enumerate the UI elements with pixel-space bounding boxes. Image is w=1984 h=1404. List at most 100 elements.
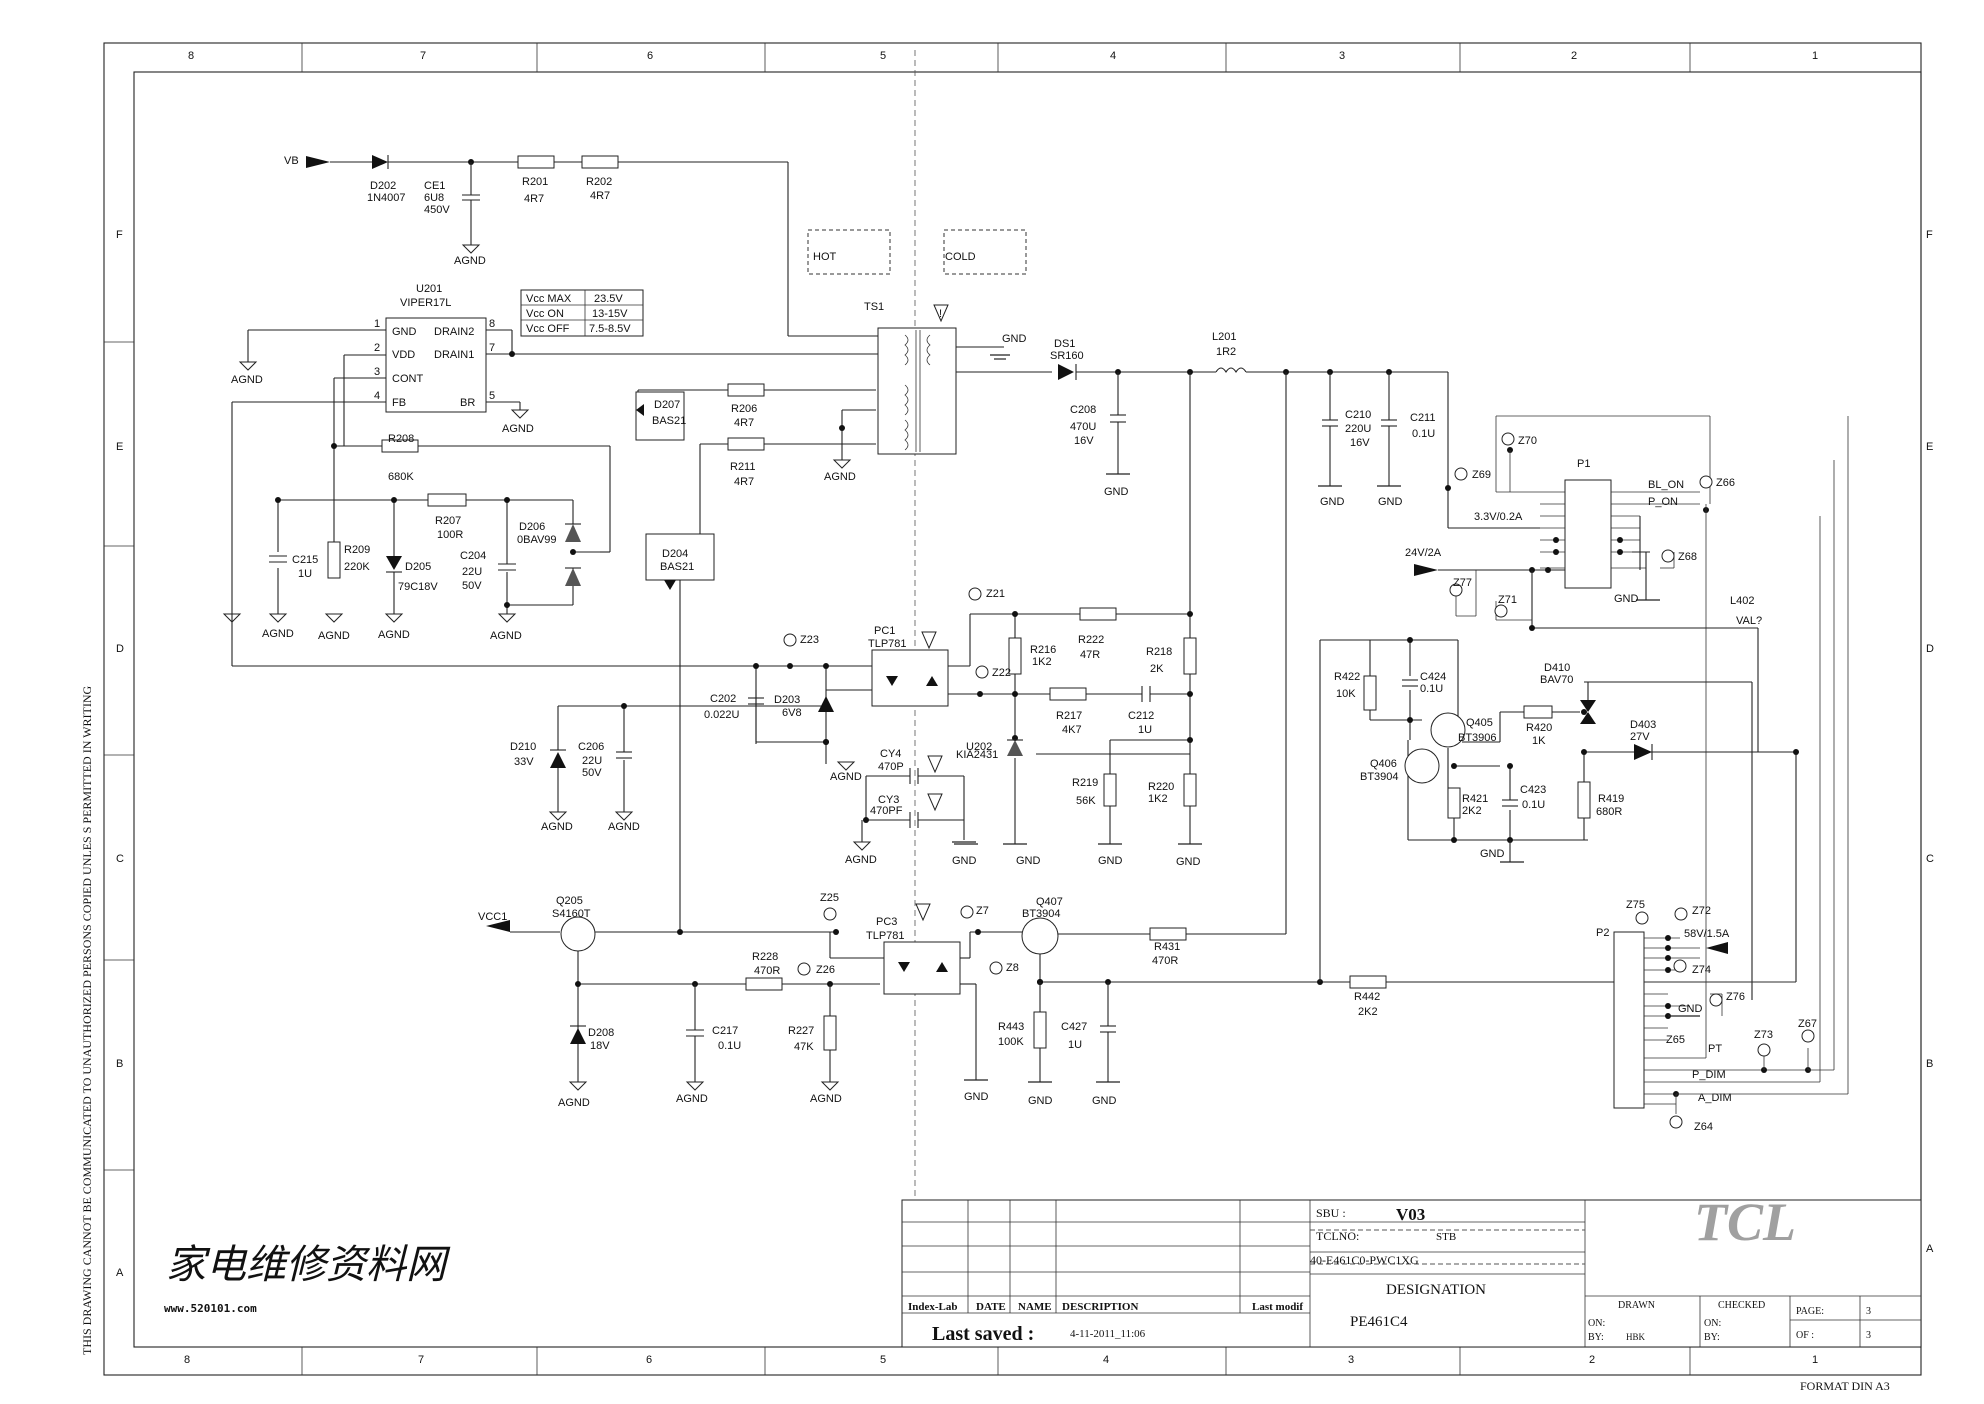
svg-text:2: 2 bbox=[374, 342, 380, 354]
r207-ref: R207 bbox=[435, 515, 461, 527]
net-24v: 24V/2A bbox=[1405, 547, 1442, 559]
tp-label: Z74 bbox=[1692, 964, 1711, 976]
gnd-label: GND bbox=[1016, 855, 1041, 867]
r431-ref: R431 bbox=[1154, 941, 1180, 953]
agnd-label: AGND bbox=[558, 1097, 590, 1109]
c424-val: 0.1U bbox=[1420, 683, 1443, 695]
tp-label: Z72 bbox=[1692, 905, 1711, 917]
r209-ref: R209 bbox=[344, 544, 370, 556]
cy4-val: 470P bbox=[878, 761, 904, 773]
gnd-label: GND bbox=[1098, 855, 1123, 867]
cold-label: COLD bbox=[945, 251, 976, 263]
d410-val: BAV70 bbox=[1540, 674, 1573, 686]
r419-val: 680R bbox=[1596, 806, 1622, 818]
c210-volt: 16V bbox=[1350, 437, 1370, 449]
agnd-symbol bbox=[461, 244, 481, 254]
col-label: 8 bbox=[188, 50, 194, 62]
svg-text:4-11-2011_11:06: 4-11-2011_11:06 bbox=[1070, 1328, 1146, 1340]
c215-ref: C215 bbox=[292, 554, 318, 566]
tp-label: Z69 bbox=[1472, 469, 1491, 481]
r422-val: 10K bbox=[1336, 688, 1356, 700]
r421-val: 2K2 bbox=[1462, 805, 1482, 817]
r206-ref: R206 bbox=[731, 403, 757, 415]
q205-val: S4160T bbox=[552, 908, 591, 920]
l201-inductor bbox=[1215, 367, 1247, 374]
svg-text:NAME: NAME bbox=[1018, 1301, 1052, 1313]
svg-text:HBK: HBK bbox=[1626, 1332, 1646, 1342]
c210-ref: C210 bbox=[1345, 409, 1371, 421]
q405-val: BT3906 bbox=[1458, 732, 1497, 744]
ds1-diode bbox=[1058, 364, 1074, 380]
svg-text:TS1: TS1 bbox=[864, 301, 884, 313]
tp-label: Z66 bbox=[1716, 477, 1735, 489]
pc1-opto bbox=[871, 649, 949, 707]
r421-ref: R421 bbox=[1462, 793, 1488, 805]
col-label: 7 bbox=[420, 50, 426, 62]
ts1-transformer: TS1 bbox=[864, 301, 957, 455]
svg-text:CHECKED: CHECKED bbox=[1718, 1300, 1765, 1311]
gnd-label: GND bbox=[1320, 496, 1345, 508]
row-label: F bbox=[116, 229, 123, 241]
tp-label: Z76 bbox=[1726, 991, 1745, 1003]
svg-text:Vcc OFF: Vcc OFF bbox=[526, 323, 570, 335]
svg-text:FB: FB bbox=[392, 397, 406, 409]
net-p-dim: P_DIM bbox=[1692, 1069, 1726, 1081]
c423-val: 0.1U bbox=[1522, 799, 1545, 811]
q407-ref: Q407 bbox=[1036, 896, 1063, 908]
tp-label: Z68 bbox=[1678, 551, 1697, 563]
tp-label: Z67 bbox=[1798, 1018, 1817, 1030]
tp-label: Z64 bbox=[1694, 1121, 1713, 1133]
svg-text:DRAWN: DRAWN bbox=[1618, 1300, 1655, 1311]
c427-ref: C427 bbox=[1061, 1021, 1087, 1033]
d203-ref: D203 bbox=[774, 694, 800, 706]
cy3-ref: CY3 bbox=[878, 794, 899, 806]
col-label: 8 bbox=[184, 1354, 190, 1366]
svg-text:1: 1 bbox=[374, 318, 380, 330]
u202-val: KIA2431 bbox=[956, 749, 998, 761]
r219-ref: R219 bbox=[1072, 777, 1098, 789]
net-bl-on: BL_ON bbox=[1648, 479, 1684, 491]
ce1-volt: 450V bbox=[424, 204, 450, 216]
hot-label: HOT bbox=[813, 251, 837, 263]
net-3v3: 3.3V/0.2A bbox=[1474, 511, 1523, 523]
r228-val: 470R bbox=[754, 965, 780, 977]
col-label: 5 bbox=[880, 50, 886, 62]
pc3-ref: PC3 bbox=[876, 916, 897, 928]
row-label: C bbox=[1926, 853, 1934, 865]
tp-label: Z73 bbox=[1754, 1029, 1773, 1041]
tp-label: Z65 bbox=[1666, 1034, 1685, 1046]
svg-text:BR: BR bbox=[460, 397, 475, 409]
q407-transistor bbox=[1021, 917, 1059, 955]
r422-ref: R422 bbox=[1334, 671, 1360, 683]
gnd-label: GND bbox=[1092, 1095, 1117, 1107]
r222-ref: R222 bbox=[1078, 634, 1104, 646]
side-note: THIS DRAWING CANNOT BE COMMUNICATED TO U… bbox=[80, 686, 94, 1355]
agnd-label: AGND bbox=[378, 629, 410, 641]
tp-label: Z23 bbox=[800, 634, 819, 646]
c202-val: 0.022U bbox=[704, 709, 740, 721]
svg-text:DRAIN1: DRAIN1 bbox=[434, 349, 474, 361]
gnd-label: GND bbox=[1480, 848, 1505, 860]
net-pt: PT bbox=[1708, 1043, 1722, 1055]
tp-label: Z70 bbox=[1518, 435, 1537, 447]
r209-val: 220K bbox=[344, 561, 370, 573]
pc1-val: TLP781 bbox=[868, 638, 907, 650]
tp-label: Z77 bbox=[1453, 577, 1472, 589]
pc3-val: TLP781 bbox=[866, 930, 905, 942]
r222-val: 47R bbox=[1080, 649, 1100, 661]
r211-val: 4R7 bbox=[734, 476, 754, 488]
gnd-label: GND bbox=[1104, 486, 1129, 498]
c208-val: 470U bbox=[1070, 421, 1096, 433]
r201-val: 4R7 bbox=[524, 193, 544, 205]
r443-ref: R443 bbox=[998, 1021, 1024, 1033]
svg-text:3: 3 bbox=[374, 366, 380, 378]
row-label: D bbox=[1926, 643, 1934, 655]
p1-connector bbox=[1564, 479, 1612, 589]
r208-val: 680K bbox=[388, 471, 414, 483]
agnd-label: AGND bbox=[262, 628, 294, 640]
format-label: FORMAT DIN A3 bbox=[1800, 1379, 1890, 1393]
tp-label: Z7 bbox=[976, 905, 989, 917]
row-label: A bbox=[116, 1267, 124, 1279]
